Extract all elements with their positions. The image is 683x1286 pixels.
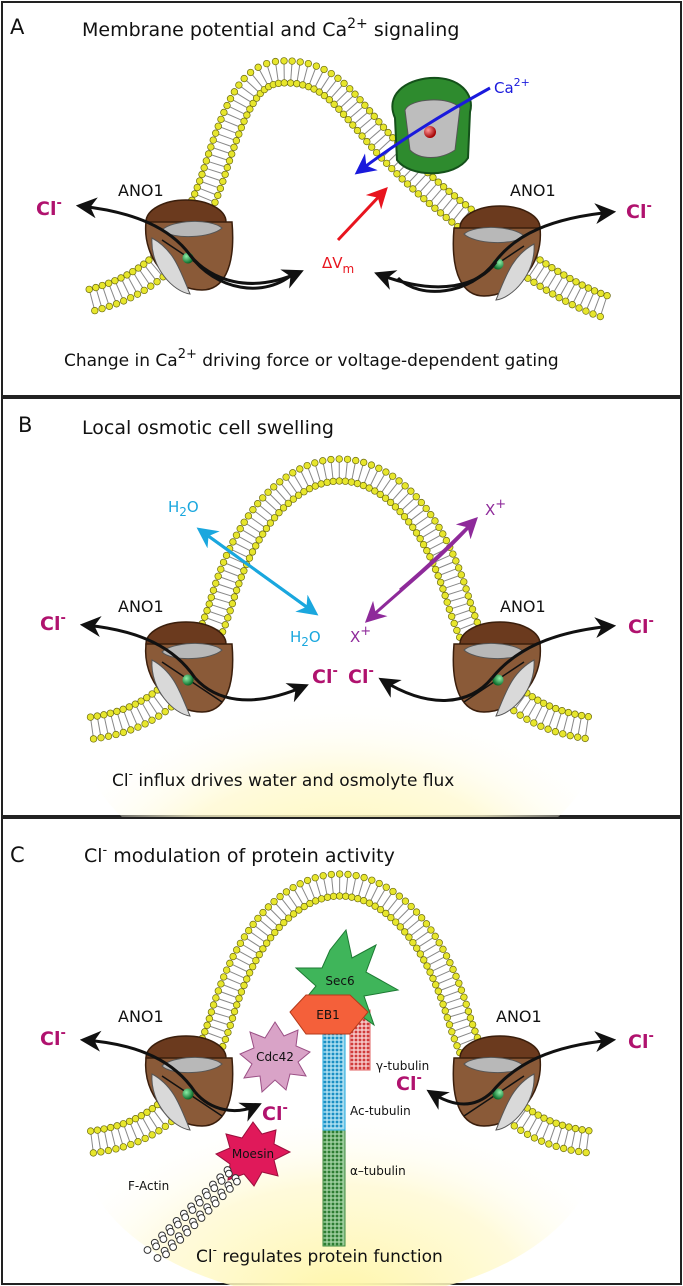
cl-label-right-c: Cl- bbox=[628, 1029, 654, 1053]
cdc42-label: Cdc42 bbox=[256, 1050, 294, 1064]
cation-efflux-arrow bbox=[399, 517, 478, 592]
panel-c-letter: C bbox=[10, 843, 25, 867]
ano1-label-right-c: ANO1 bbox=[496, 1007, 542, 1026]
ano1-channel-right-b bbox=[452, 621, 542, 717]
cl-influx-arrow-left-b bbox=[193, 676, 309, 703]
ac-tubulin-label: Ac-tubulin bbox=[350, 1104, 411, 1118]
gamma-tubulin-label: γ-tubulin bbox=[376, 1059, 429, 1073]
panel-a-border bbox=[1, 1, 682, 397]
ano1-channel-right-c bbox=[452, 1035, 542, 1131]
panel-c: C Cl- modulation of protein activity ANO… bbox=[1, 817, 682, 1286]
ac-tubulin-filament bbox=[322, 1019, 346, 1131]
alpha-tubulin-label: α–tubulin bbox=[350, 1164, 406, 1178]
panel-b: B Local osmotic cell swelling ANO1 ANO1 … bbox=[1, 397, 682, 890]
ano1-label-right-b: ANO1 bbox=[500, 597, 546, 616]
panel-c-membrane bbox=[86, 870, 593, 1157]
f-actin-filament bbox=[143, 1166, 241, 1262]
cl-efflux-arrow-right-c bbox=[490, 1031, 617, 1093]
panel-a-title: Membrane potential and Ca2+ signaling bbox=[82, 16, 459, 41]
cl-influx-arrow-left-c bbox=[193, 1091, 262, 1122]
moesin-label: Moesin bbox=[232, 1147, 274, 1161]
ano1-label-left-b: ANO1 bbox=[118, 597, 164, 616]
panel-c-caption: Cl- regulates protein function bbox=[196, 1243, 443, 1267]
panel-b-letter: B bbox=[18, 413, 32, 437]
cl-influx-arrow-right-c bbox=[426, 1089, 494, 1110]
factin-label: F-Actin bbox=[128, 1179, 169, 1193]
ano1-channel-left-c bbox=[144, 1035, 234, 1131]
cl-influx-arrow-right-b bbox=[378, 677, 494, 702]
ano1-label-left-a: ANO1 bbox=[118, 181, 164, 200]
panel-b-caption: Cl- influx drives water and osmolyte flu… bbox=[112, 767, 454, 791]
panel-a-letter: A bbox=[10, 15, 25, 39]
eb1-protein: EB1 bbox=[289, 994, 369, 1035]
ca-label: Ca2+ bbox=[494, 76, 530, 97]
cl-efflux-arrow-left-b bbox=[79, 616, 197, 679]
ca-arrow bbox=[354, 86, 491, 175]
cl-arrow-in-left-a bbox=[188, 254, 304, 289]
ano1-label-left-c: ANO1 bbox=[118, 1007, 164, 1026]
ano1-label-right-a: ANO1 bbox=[510, 181, 556, 200]
panel-a-caption: Change in Ca2+ driving force or voltage-… bbox=[64, 347, 559, 371]
h2o-label-out: H2O bbox=[168, 498, 199, 519]
alpha-tubulin-filament bbox=[322, 1119, 346, 1247]
sec6-label: Sec6 bbox=[325, 974, 354, 988]
moesin-protein: Moesin bbox=[214, 1121, 292, 1187]
h2o-label-in: H2O bbox=[290, 628, 321, 649]
cl-efflux-arrow-left-c bbox=[79, 1030, 197, 1093]
ano1-channel-left-b bbox=[144, 621, 234, 717]
dvm-arrow bbox=[336, 186, 388, 242]
panel-c-title: Cl- modulation of protein activity bbox=[84, 843, 395, 867]
cl-efflux-arrow-right-b bbox=[490, 617, 617, 679]
ca-channel bbox=[391, 76, 472, 175]
ca-ion-icon bbox=[424, 126, 436, 138]
eb1-label: EB1 bbox=[316, 1008, 339, 1022]
water-influx-arrow bbox=[199, 528, 319, 616]
panel-b-title: Local osmotic cell swelling bbox=[82, 417, 334, 439]
panel-a: A Membrane potential and Ca2+ signaling … bbox=[1, 1, 682, 397]
cl-arrow-in-right-a bbox=[374, 261, 498, 290]
panel-a-title-text: Membrane potential and Ca bbox=[82, 19, 347, 41]
cdc42-protein: Cdc42 bbox=[239, 1021, 311, 1094]
dvm-label: ΔVm bbox=[322, 254, 354, 276]
